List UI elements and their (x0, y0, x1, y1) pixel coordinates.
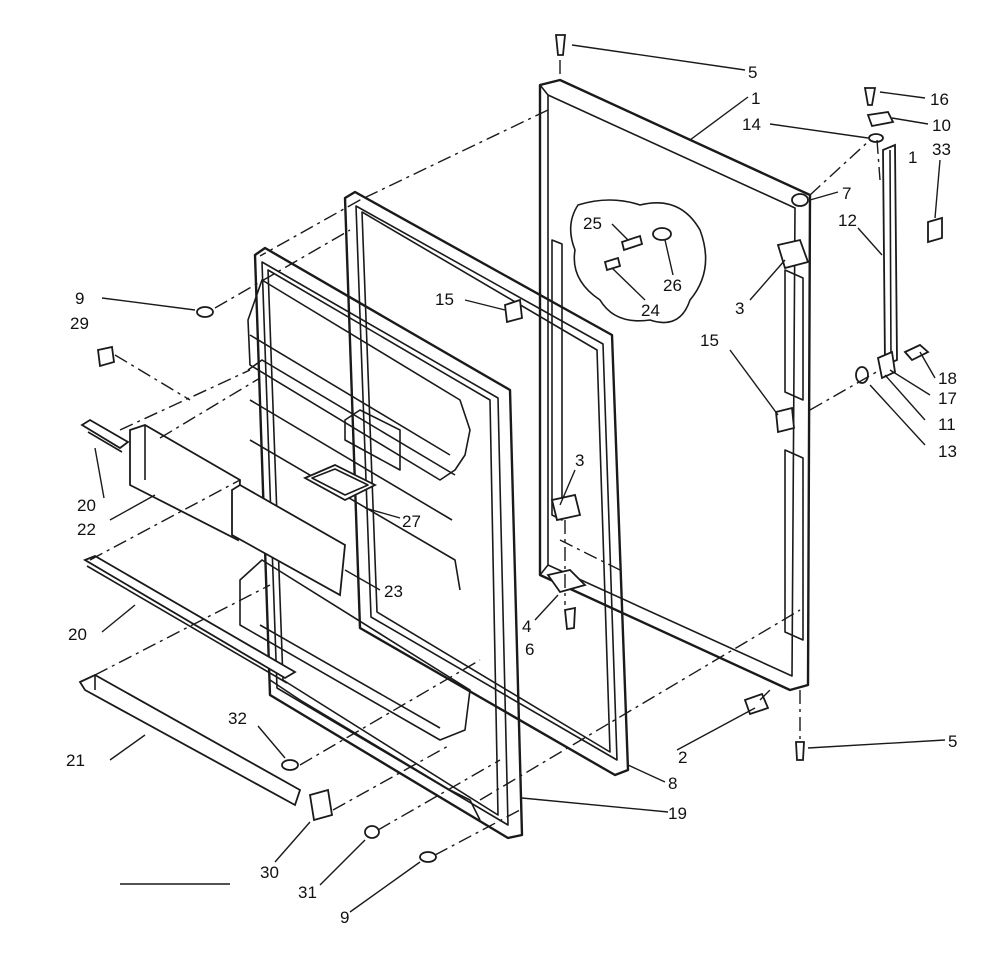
callout-4: 4 (522, 617, 531, 636)
callout-14: 14 (742, 115, 761, 134)
callout-31: 31 (298, 883, 317, 902)
shelf-door (231, 483, 346, 597)
hinge-bar (882, 143, 898, 367)
callout-27: 27 (402, 512, 421, 531)
callout-25: 25 (583, 214, 602, 233)
callout-33: 33 (932, 140, 951, 159)
callout-6: 6 (525, 640, 534, 659)
callout-10: 10 (932, 116, 951, 135)
assembly-lines (89, 60, 881, 856)
callout-8: 8 (668, 774, 677, 793)
callout-22: 22 (77, 520, 96, 539)
callout-1b: 1 (908, 148, 917, 167)
callout-17: 17 (938, 389, 957, 408)
callout-30: 30 (260, 863, 279, 882)
callout-12: 12 (838, 211, 857, 230)
shelf-front (129, 424, 241, 542)
callout-20b: 20 (68, 625, 87, 644)
callout-3b: 3 (575, 451, 584, 470)
callout-7: 7 (842, 184, 851, 203)
callout-15a: 15 (435, 290, 454, 309)
callout-9b: 9 (340, 908, 349, 927)
trim-strip-lower (82, 555, 297, 684)
leader-lines (94, 44, 946, 913)
bottom-trim (78, 673, 302, 807)
callout-21: 21 (66, 751, 85, 770)
callout-24: 24 (641, 301, 660, 320)
callout-11: 11 (938, 415, 956, 434)
callout-5a: 5 (748, 63, 757, 82)
callout-1a: 1 (751, 89, 760, 108)
callout-26: 26 (663, 276, 682, 295)
door-liner (239, 246, 524, 840)
callout-2: 2 (678, 748, 687, 767)
callout-15b: 15 (700, 331, 719, 350)
callout-16: 16 (930, 90, 949, 109)
callout-13: 13 (938, 442, 957, 461)
callout-3a: 3 (735, 299, 744, 318)
callout-19: 19 (668, 804, 687, 823)
hardware (97, 34, 943, 863)
callout-32: 32 (228, 709, 247, 728)
callout-23: 23 (384, 582, 403, 601)
callout-labels: 5 1 16 14 10 33 1 7 12 25 26 24 3 15 15 … (66, 63, 957, 927)
trim-strip-upper (80, 418, 130, 453)
outer-door-panel (538, 78, 812, 692)
door-gasket (343, 190, 630, 777)
callout-18: 18 (938, 369, 957, 388)
callout-29: 29 (70, 314, 89, 333)
callout-9a: 9 (75, 289, 84, 308)
callout-20a: 20 (77, 496, 96, 515)
callout-5b: 5 (948, 732, 957, 751)
compartment-door (302, 464, 378, 502)
